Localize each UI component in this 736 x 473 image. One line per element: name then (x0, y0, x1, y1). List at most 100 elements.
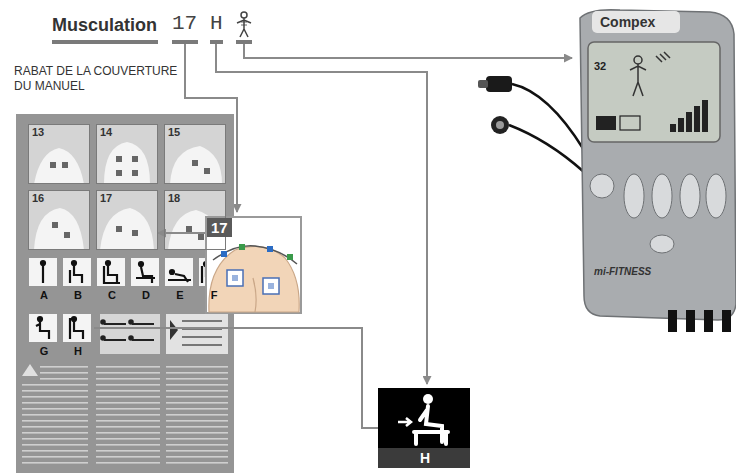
seated-position-callout-part (423, 394, 433, 404)
manual-cover-flap-part-part (136, 267, 155, 283)
manual-cover-flap-part (22, 364, 38, 376)
seated-position-callout-part (414, 406, 448, 444)
placement-thumbnail: 15 (164, 124, 226, 184)
stimulator-device-part (680, 174, 700, 218)
manual-cover-flap-part (101, 320, 154, 340)
position-icon-cell: B (62, 258, 94, 302)
electrode-placement-callout-part (221, 251, 227, 257)
manual-cover-flap-part-part (72, 317, 76, 321)
program-name: Musculation (52, 15, 157, 36)
manual-cover-flap-part (192, 160, 198, 166)
manual-cover-flap-part-part (129, 336, 133, 340)
manual-cover-flap-part (182, 336, 222, 338)
stimulator-device-part (588, 42, 720, 142)
callout-number: 18 (168, 192, 180, 204)
stimulator-device-part-part (656, 52, 670, 62)
stimulator-device-part (678, 118, 684, 132)
position-icon-cell: E (164, 258, 196, 302)
header-underlines (52, 40, 252, 44)
manual-cover-flap-part (63, 258, 91, 286)
position-letter: B (62, 289, 94, 301)
manual-cover-flap-part (170, 320, 178, 340)
manual-cover-flap-part (104, 142, 150, 184)
stimulator-device-part (592, 11, 680, 33)
manual-cover-flap-part (64, 232, 70, 238)
manual-cover-flap-part (96, 190, 158, 250)
electrode-placement-callout-part (239, 244, 245, 250)
position-letter: C (96, 289, 128, 301)
manual-cover-flap-part (22, 382, 40, 468)
position-letter: A (28, 289, 60, 301)
callout-number: 15 (168, 126, 180, 138)
manual-cover-flap-part (166, 364, 228, 468)
manual-cover-flap-part-part (101, 320, 105, 324)
electrode-cables (478, 76, 584, 172)
manual-cover-flap-part-part (42, 266, 44, 283)
manual-cover-flap-part (116, 170, 122, 176)
manual-cover-flap-part (132, 170, 138, 176)
connector-line (158, 232, 205, 234)
body-position-icon-part (241, 22, 247, 25)
stimulator-device-part (686, 310, 695, 332)
electrode-placement-callout-part (268, 283, 274, 289)
connector-line (94, 328, 378, 428)
manual-cover-flap-part (16, 114, 234, 473)
manual-cover-flap-part-part (139, 262, 143, 266)
position-letter: E (164, 289, 196, 301)
manual-cover-flap-part (132, 230, 138, 236)
manual-cover-flap-part-part (70, 266, 82, 283)
manual-cover-flap-part (131, 258, 159, 286)
manual-cover-flap-part (41, 261, 216, 283)
position-letter: H (62, 345, 94, 357)
manual-cover-flap (16, 114, 234, 473)
manual-cover-flap-part-part (36, 322, 49, 339)
manual-cover-flap-part-part (104, 266, 120, 283)
callout-number: 17 (100, 192, 112, 204)
placement-thumbnail: 13 (28, 124, 90, 184)
placement-code: 17 (172, 12, 197, 35)
body-position-icon (237, 12, 251, 37)
body-position-icon-part (241, 12, 247, 18)
manual-cover-flap-part (97, 258, 125, 286)
position-icon-cell: F (198, 258, 230, 302)
position-icon-cell: C (96, 258, 128, 302)
stimulator-device-part (652, 174, 672, 218)
stimulator-device-part (650, 235, 674, 253)
leader-arrows-part (244, 44, 572, 58)
stimulator-device-part (686, 112, 692, 132)
header-underlines-part (210, 40, 223, 44)
position-callout-box: H (378, 388, 472, 468)
manual-cover-flap-part (186, 226, 192, 232)
electrode-cables-part (512, 84, 584, 150)
electrode-cables-part (496, 121, 504, 129)
callout-number: 17 (207, 218, 232, 237)
manual-cover-flap-part (165, 258, 193, 286)
stimulator-device: Compex32mi-FITNESS (560, 4, 736, 334)
manual-cover-flap-part (62, 162, 68, 168)
placement-thumbnail: 17 (96, 190, 158, 250)
manual-cover-flap-part (116, 156, 122, 162)
electrode-placement-callout-part (263, 278, 279, 294)
stimulator-device-part (706, 174, 726, 218)
stimulator-device-part (694, 106, 700, 132)
manual-cover-flap-part-part (38, 317, 42, 321)
stimulator-device-part (630, 52, 670, 96)
manual-cover-flap-part (170, 146, 222, 184)
seated-position-callout-part (398, 418, 411, 426)
manual-cover-flap-part (132, 156, 138, 162)
electrode-cables-part (478, 80, 488, 88)
stimulator-device-part (702, 100, 708, 132)
manual-cover-flap-part (198, 234, 204, 240)
callout-number: 13 (32, 126, 44, 138)
electrode-placement-callout (206, 217, 301, 313)
stimulator-device-part-part (630, 64, 646, 96)
manual-cover-flap-part (182, 344, 222, 346)
stimulator-device-part (704, 310, 713, 332)
position-icon-cell: D (130, 258, 162, 302)
manual-cover-flap-part-part (170, 270, 174, 274)
manual-cover-flap-part (50, 162, 56, 168)
stimulator-device (580, 10, 736, 332)
model-name: mi-FITNESS (594, 266, 651, 277)
header-underlines-part (236, 40, 252, 44)
manual-cover-flap-part (100, 314, 160, 354)
